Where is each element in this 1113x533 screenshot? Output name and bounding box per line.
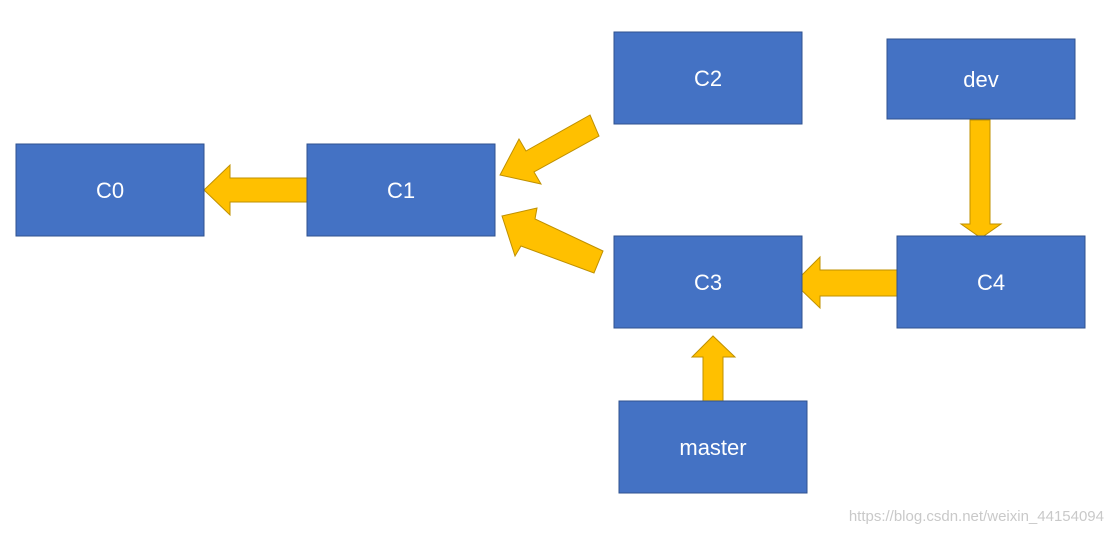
arrow-dev-to-c4 bbox=[959, 119, 1003, 239]
node-master bbox=[618, 400, 808, 494]
node-master-label: master bbox=[679, 435, 746, 460]
node-c1-label: C1 bbox=[387, 178, 415, 203]
node-c3-label: C3 bbox=[694, 270, 722, 295]
node-dev-label: dev bbox=[963, 67, 998, 92]
arrow-c3-to-c1 bbox=[501, 207, 604, 274]
arrows bbox=[203, 114, 1003, 402]
node-c1 bbox=[306, 143, 496, 237]
node-c4 bbox=[896, 235, 1086, 329]
nodes bbox=[15, 31, 1086, 494]
arrow-c1-to-c0 bbox=[203, 163, 309, 217]
node-c2-label: C2 bbox=[694, 66, 722, 91]
node-dev bbox=[886, 38, 1076, 120]
arrow-c4-to-c3 bbox=[793, 255, 899, 310]
node-c4-label: C4 bbox=[977, 270, 1005, 295]
arrow-master-to-c3 bbox=[690, 335, 737, 402]
node-c3 bbox=[613, 235, 803, 329]
node-c0-label: C0 bbox=[96, 178, 124, 203]
node-c2 bbox=[613, 31, 803, 125]
arrow-c2-to-c1 bbox=[499, 114, 600, 185]
watermark-text: https://blog.csdn.net/weixin_44154094 bbox=[849, 508, 1104, 525]
node-c0 bbox=[15, 143, 205, 237]
